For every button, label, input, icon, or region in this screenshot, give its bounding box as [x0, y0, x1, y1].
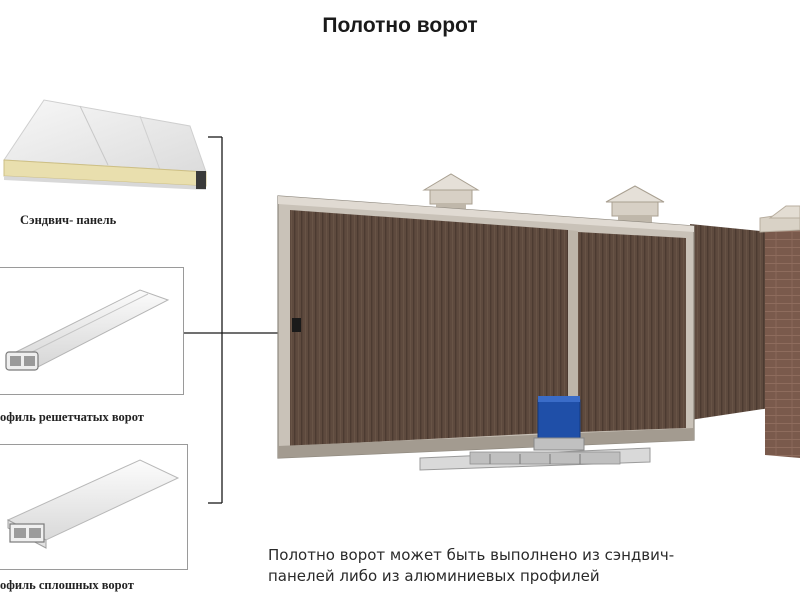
diagram-title: Полотно ворот: [322, 14, 478, 37]
pillar-cap-right: [605, 185, 665, 224]
item-label-sandwich-panel: Сэндвич- панель: [20, 213, 117, 227]
item-label-lattice-profile: офиль решетчатых ворот: [0, 410, 144, 424]
description-text: Полотно ворот может быть выполнено из сэ…: [268, 546, 675, 585]
item-label-solid-profile: офиль сплошных ворот: [0, 578, 134, 592]
gate-motor: [533, 396, 585, 451]
pillar-cap-left: [422, 173, 480, 212]
